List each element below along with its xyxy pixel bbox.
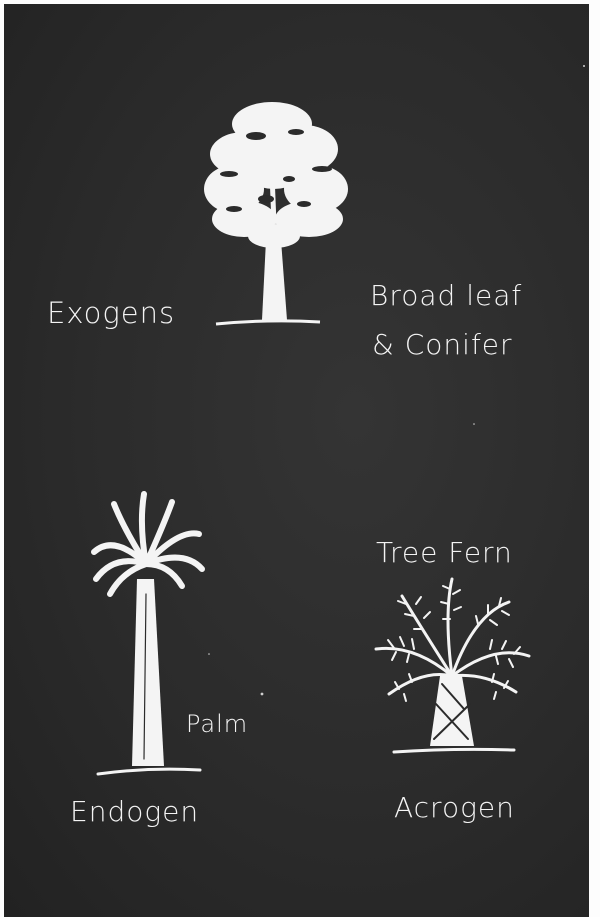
tree-fern-drawing <box>376 579 529 752</box>
exogens-label: Exogens <box>47 296 175 330</box>
conifer-label: & Conifer <box>372 328 513 361</box>
broadleaf-tree-drawing <box>204 102 348 324</box>
endogen-label: Endogen <box>70 795 199 828</box>
palm-label: Palm <box>186 710 248 738</box>
acrogen-label: Acrogen <box>394 791 515 824</box>
tree-illustrations <box>4 4 589 917</box>
broad-leaf-label: Broad leaf <box>370 279 522 312</box>
tree-fern-label: Tree Fern <box>376 536 513 569</box>
chalkboard: Exogens Broad leaf & Conifer Palm Endoge… <box>4 4 589 917</box>
